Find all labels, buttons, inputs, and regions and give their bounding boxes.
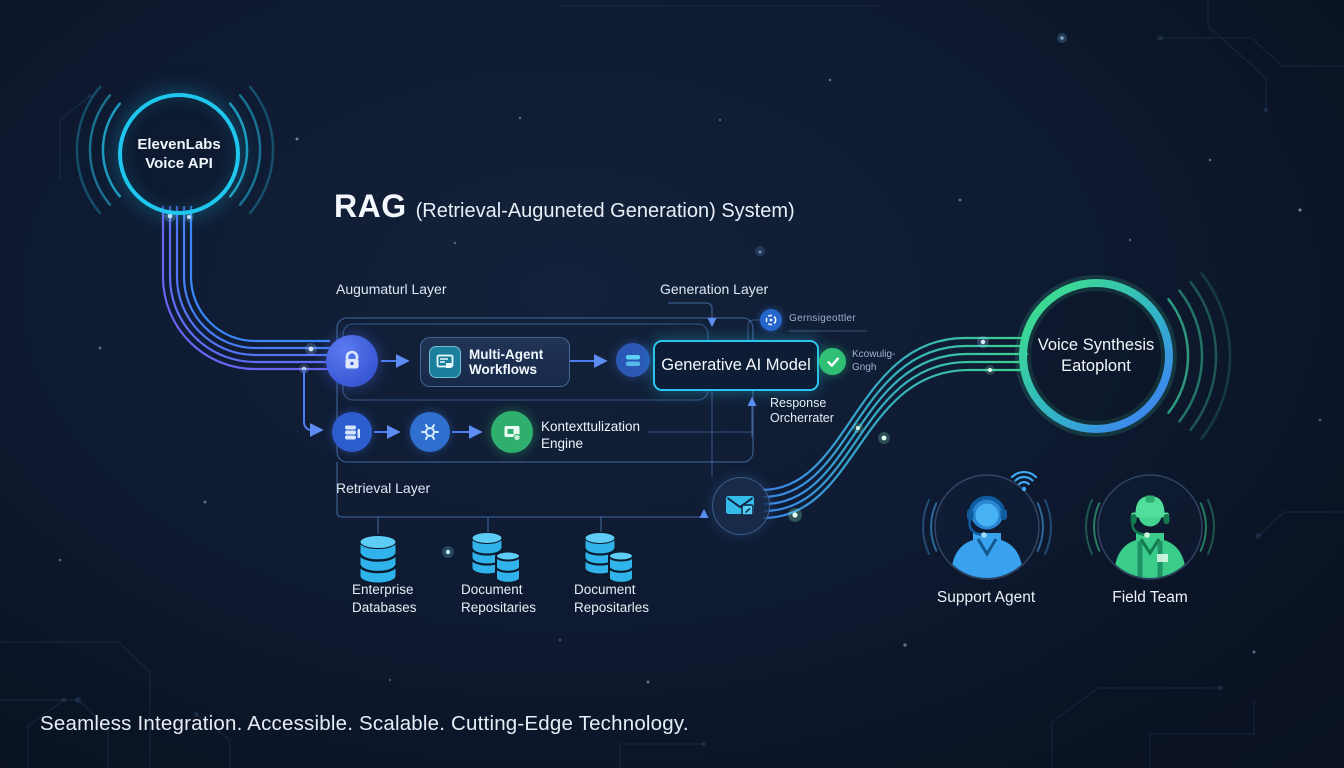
- database-cylinder-icon: [358, 535, 398, 584]
- multi-agent-workflows-node: Multi-Agent Workflows: [420, 337, 570, 387]
- gateway-badge-label: Gernsigeottler: [789, 313, 857, 324]
- generative-ai-model-node: Generative AI Model: [653, 340, 819, 391]
- generation-layer-label: Generation Layer: [660, 281, 769, 297]
- adapter-icon: [626, 355, 640, 366]
- output-flow-glow-dots: [788, 336, 995, 522]
- security-node: [326, 335, 378, 387]
- database-stack-icon: [583, 532, 635, 584]
- database-icon: [345, 425, 360, 440]
- document-repositories-label: Document Repositarles: [574, 582, 650, 615]
- field-team-label: Field Team: [1112, 589, 1188, 606]
- database-node: [332, 412, 372, 452]
- diagram-title: RAG (Retrieval-Auguneted Generation) Syst…: [334, 188, 795, 225]
- title-subtitle: (Retrieval-Auguneted Generation) System): [415, 200, 795, 222]
- generative-ai-model-label: Generative AI Model: [661, 356, 811, 374]
- field-team-icon: [1085, 474, 1215, 580]
- contextualization-label: Kontexttulization Engine: [541, 419, 641, 451]
- response-orchestrator-label: Response Orcherrater: [770, 396, 834, 425]
- gateway-badge: [760, 309, 782, 331]
- processing-node: [410, 412, 450, 452]
- title-acronym: RAG: [334, 188, 407, 224]
- retrieval-layer-label: Retrieval Layer: [336, 480, 431, 496]
- voice-synthesis-ring: [1015, 275, 1177, 437]
- document-repositories-label: Document Repositaries: [461, 582, 537, 615]
- glow-stars: [442, 33, 1067, 558]
- recycle-icon: [765, 314, 777, 326]
- workflow-icon: [429, 346, 461, 378]
- tagline: Seamless Integration. Accessible. Scalab…: [40, 712, 689, 735]
- output-flow-lines: [761, 336, 1028, 520]
- input-flow-lines: [161, 206, 330, 371]
- lock-icon: [345, 350, 359, 369]
- source-sound-waves: [75, 85, 275, 215]
- support-agent-label: Support Agent: [936, 589, 1036, 606]
- knowledge-graph-badge-label: Kcowulig- Gngh: [852, 349, 896, 373]
- elevenlabs-voice-api-node: ElevenLabs Voice API: [118, 93, 240, 215]
- wifi-icon: [1010, 470, 1038, 492]
- source-node-label: ElevenLabs Voice API: [137, 136, 221, 172]
- contextualization-node: [491, 411, 533, 453]
- sound-wave-icon: [922, 499, 1052, 555]
- mail-icon: [726, 496, 754, 516]
- support-agent-icon: [922, 470, 1052, 580]
- augmented-layer-label: Augumaturl Layer: [336, 281, 447, 297]
- circuit-nodes: [61, 35, 1269, 746]
- stars: [58, 36, 1322, 684]
- message-relay-node: [712, 477, 770, 535]
- gear-icon: [421, 424, 439, 440]
- adapter-node: [616, 343, 650, 377]
- voice-synthesis-endpoint-node: Voice Synthesis Eatoplont: [1037, 336, 1155, 375]
- voice-sound-waves: [1167, 272, 1232, 440]
- document-icon: [504, 426, 521, 442]
- multi-agent-workflows-label: Multi-Agent Workflows: [469, 346, 544, 378]
- input-flow-glow-dots: [164, 210, 317, 374]
- sound-wave-icon: [1085, 499, 1215, 555]
- database-stack-icon: [470, 532, 522, 584]
- enterprise-databases-label: Enterprise Databases: [352, 582, 417, 615]
- knowledge-graph-badge: [819, 348, 846, 375]
- check-icon: [826, 356, 839, 367]
